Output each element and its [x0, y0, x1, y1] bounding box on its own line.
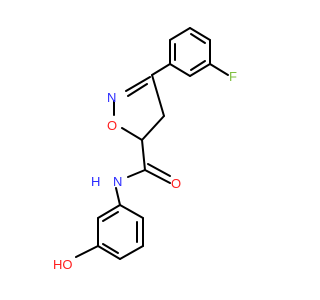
isoxazoline-nitrogen-label: N — [107, 90, 116, 105]
amide-hydrogen-label: H — [91, 174, 100, 189]
bond — [141, 115, 165, 141]
fluorophenyl-ring — [169, 27, 211, 77]
amide-nitrogen-label: N — [113, 174, 122, 189]
isoxazoline-oxygen-label: O — [107, 118, 117, 133]
bond — [190, 60, 206, 71]
bond — [102, 243, 119, 254]
bond — [147, 163, 171, 177]
bond — [141, 139, 146, 171]
bond — [121, 127, 143, 141]
bond — [151, 74, 165, 117]
bond — [209, 63, 229, 76]
bond — [144, 169, 171, 184]
bond — [189, 27, 211, 41]
bond — [102, 211, 119, 222]
molecule-structure: F N O O N H HO — [53, 27, 237, 272]
bond — [119, 204, 144, 219]
carbonyl-oxygen-label: O — [171, 176, 181, 191]
bond — [169, 27, 191, 41]
hydroxyl-label: HO — [53, 257, 73, 272]
bond — [127, 83, 148, 97]
bond — [125, 76, 151, 92]
bond — [127, 169, 146, 178]
bond — [190, 33, 206, 44]
hydroxyphenyl-ring — [97, 204, 144, 260]
bond — [189, 63, 211, 77]
bond — [97, 245, 121, 260]
bond — [97, 204, 121, 219]
bond — [115, 187, 121, 206]
bond — [75, 245, 99, 258]
isoxazoline-ring — [113, 74, 165, 141]
bond — [151, 63, 171, 76]
bond — [119, 245, 144, 260]
bond — [169, 63, 191, 77]
fluorine-atom-label: F — [229, 69, 237, 84]
